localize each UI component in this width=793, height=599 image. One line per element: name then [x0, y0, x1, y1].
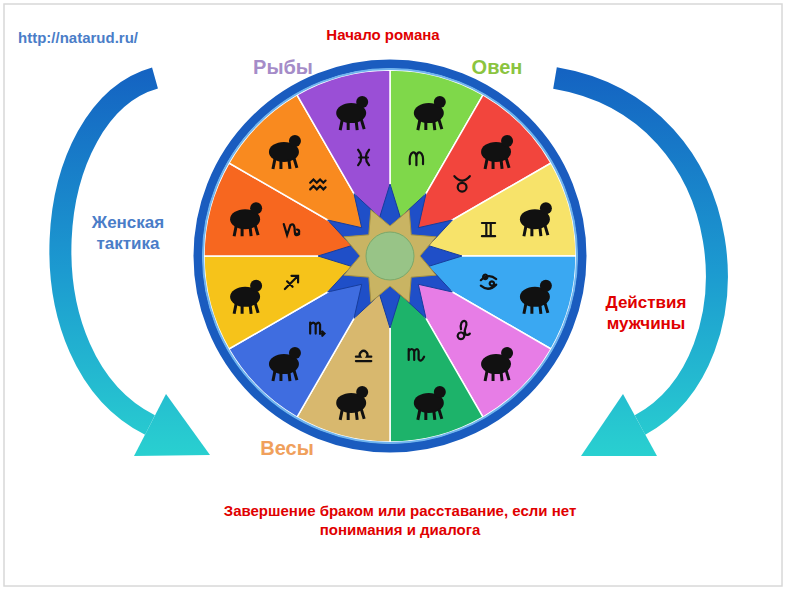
- arrow-head: [581, 394, 657, 456]
- figure-head: [434, 386, 446, 398]
- zodiac-glyph: [358, 150, 369, 165]
- figure-legs: [524, 225, 548, 236]
- figure-legs: [418, 119, 442, 130]
- zodiac-figure: [481, 347, 513, 381]
- blue-star: [318, 184, 462, 328]
- zodiac-figure: [414, 386, 446, 420]
- zodiac-glyph: [310, 323, 324, 336]
- zodiac-figure: [336, 386, 368, 420]
- zodiac-glyph: [458, 321, 470, 339]
- zodiac-sector: [204, 256, 357, 349]
- zodiac-glyph: [454, 176, 469, 191]
- zodiac-figure: [520, 280, 552, 314]
- zodiac-glyph: [285, 276, 298, 289]
- sign-name: Весы: [260, 436, 314, 461]
- figure-legs: [234, 225, 258, 236]
- center-disc: [366, 232, 414, 280]
- figure-head: [540, 280, 552, 292]
- zodiac-glyph: [310, 179, 325, 189]
- figure-head: [434, 96, 446, 108]
- figure-legs: [273, 370, 297, 381]
- gold-star: [344, 210, 436, 302]
- zodiac-figure: [520, 202, 552, 236]
- start-label: Начало романа: [326, 26, 439, 45]
- figure-legs: [234, 303, 258, 314]
- sign-name: Овен: [472, 55, 523, 80]
- inner-rim: [203, 69, 577, 443]
- figure-legs: [418, 409, 442, 420]
- zodiac-figure: [269, 347, 301, 381]
- zodiac-glyph: [356, 351, 371, 361]
- zodiac-sector: [390, 289, 483, 442]
- figure-head: [289, 347, 301, 359]
- figure-head: [356, 96, 368, 108]
- wheel-rim: [198, 64, 582, 448]
- zodiac-figure: [230, 202, 262, 236]
- zodiac-figure: [414, 96, 446, 130]
- site-url: http://natarud.ru/: [18, 29, 138, 48]
- figure-legs: [485, 158, 509, 169]
- zodiac-figure: [230, 280, 262, 314]
- arrow-head: [134, 394, 210, 456]
- figure-head: [289, 135, 301, 147]
- figure-legs: [273, 158, 297, 169]
- sign-name: Рыбы: [253, 55, 313, 80]
- zodiac-glyph: [409, 349, 424, 361]
- side-label: Действия мужчины: [590, 292, 702, 335]
- zodiac-glyph: [284, 224, 299, 235]
- figure-legs: [524, 303, 548, 314]
- figure-head: [250, 202, 262, 214]
- figure-head: [250, 280, 262, 292]
- figure-head: [356, 386, 368, 398]
- zodiac-figure: [481, 135, 513, 169]
- figure-head: [501, 347, 513, 359]
- figure-head: [501, 135, 513, 147]
- zodiac-figure: [269, 135, 301, 169]
- zodiac-sector: [297, 70, 390, 223]
- zodiac-glyph: [410, 152, 423, 165]
- figure-legs: [340, 119, 364, 130]
- zodiac-figure: [336, 96, 368, 130]
- figure-head: [540, 202, 552, 214]
- zodiac-wheel: [198, 64, 582, 448]
- frame: [4, 4, 782, 586]
- zodiac-sector: [423, 163, 576, 256]
- figure-legs: [340, 409, 364, 420]
- zodiac-glyph: [481, 275, 496, 289]
- figure-legs: [485, 370, 509, 381]
- ending-note: Завершение браком или расставание, если …: [205, 502, 595, 540]
- side-label: Женская тактика: [73, 212, 183, 255]
- zodiac-glyph: [482, 223, 495, 236]
